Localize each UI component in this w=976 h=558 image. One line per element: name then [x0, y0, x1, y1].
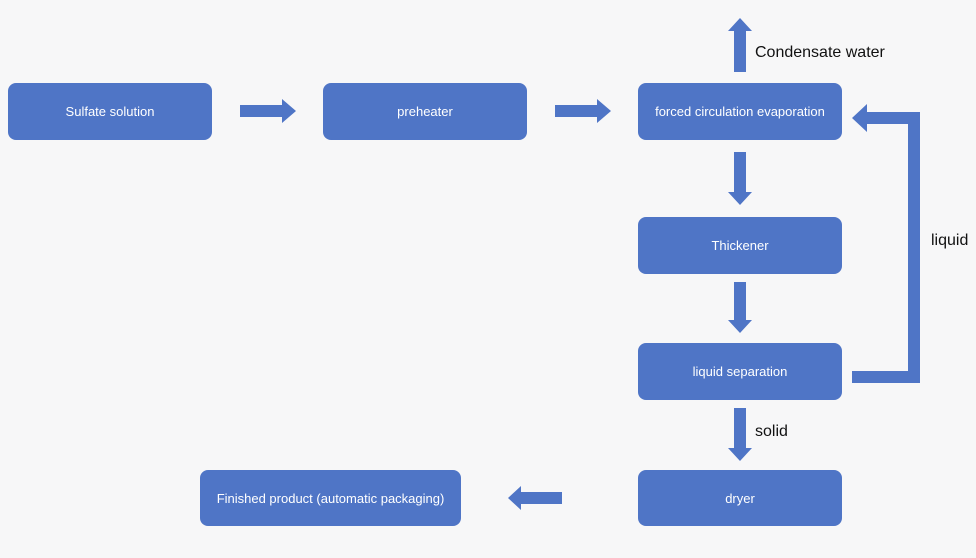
label-liquid: liquid	[931, 232, 969, 249]
node-preheater: preheater	[323, 83, 527, 140]
node-thickener-label: Thickener	[711, 238, 769, 253]
node-thickener: Thickener	[638, 217, 842, 274]
node-finished-product: Finished product (automatic packaging)	[200, 470, 461, 526]
node-dryer: dryer	[638, 470, 842, 526]
arrow-separation-to-dryer	[728, 408, 752, 461]
label-condensate-water: Condensate water	[755, 44, 885, 61]
arrow-thickener-to-separation	[728, 282, 752, 333]
node-evaporation: forced circulation evaporation	[638, 83, 842, 140]
arrow-evaporation-to-thickener	[728, 152, 752, 205]
node-finished-product-label: Finished product (automatic packaging)	[216, 490, 445, 506]
node-sulfate-solution: Sulfate solution	[8, 83, 212, 140]
arrow-sulfate-to-preheater	[240, 99, 296, 123]
label-solid: solid	[755, 423, 788, 440]
arrow-liquid-return	[852, 104, 920, 383]
arrow-preheater-to-evaporation	[555, 99, 611, 123]
arrow-evaporation-to-condensate	[728, 18, 752, 72]
node-liquid-separation: liquid separation	[638, 343, 842, 400]
node-liquid-separation-label: liquid separation	[692, 364, 788, 379]
node-sulfate-solution-label: Sulfate solution	[65, 104, 155, 119]
node-dryer-label: dryer	[725, 490, 755, 506]
node-evaporation-label: forced circulation evaporation	[655, 104, 825, 119]
arrow-dryer-to-finished	[508, 486, 562, 510]
node-preheater-label: preheater	[397, 104, 453, 119]
